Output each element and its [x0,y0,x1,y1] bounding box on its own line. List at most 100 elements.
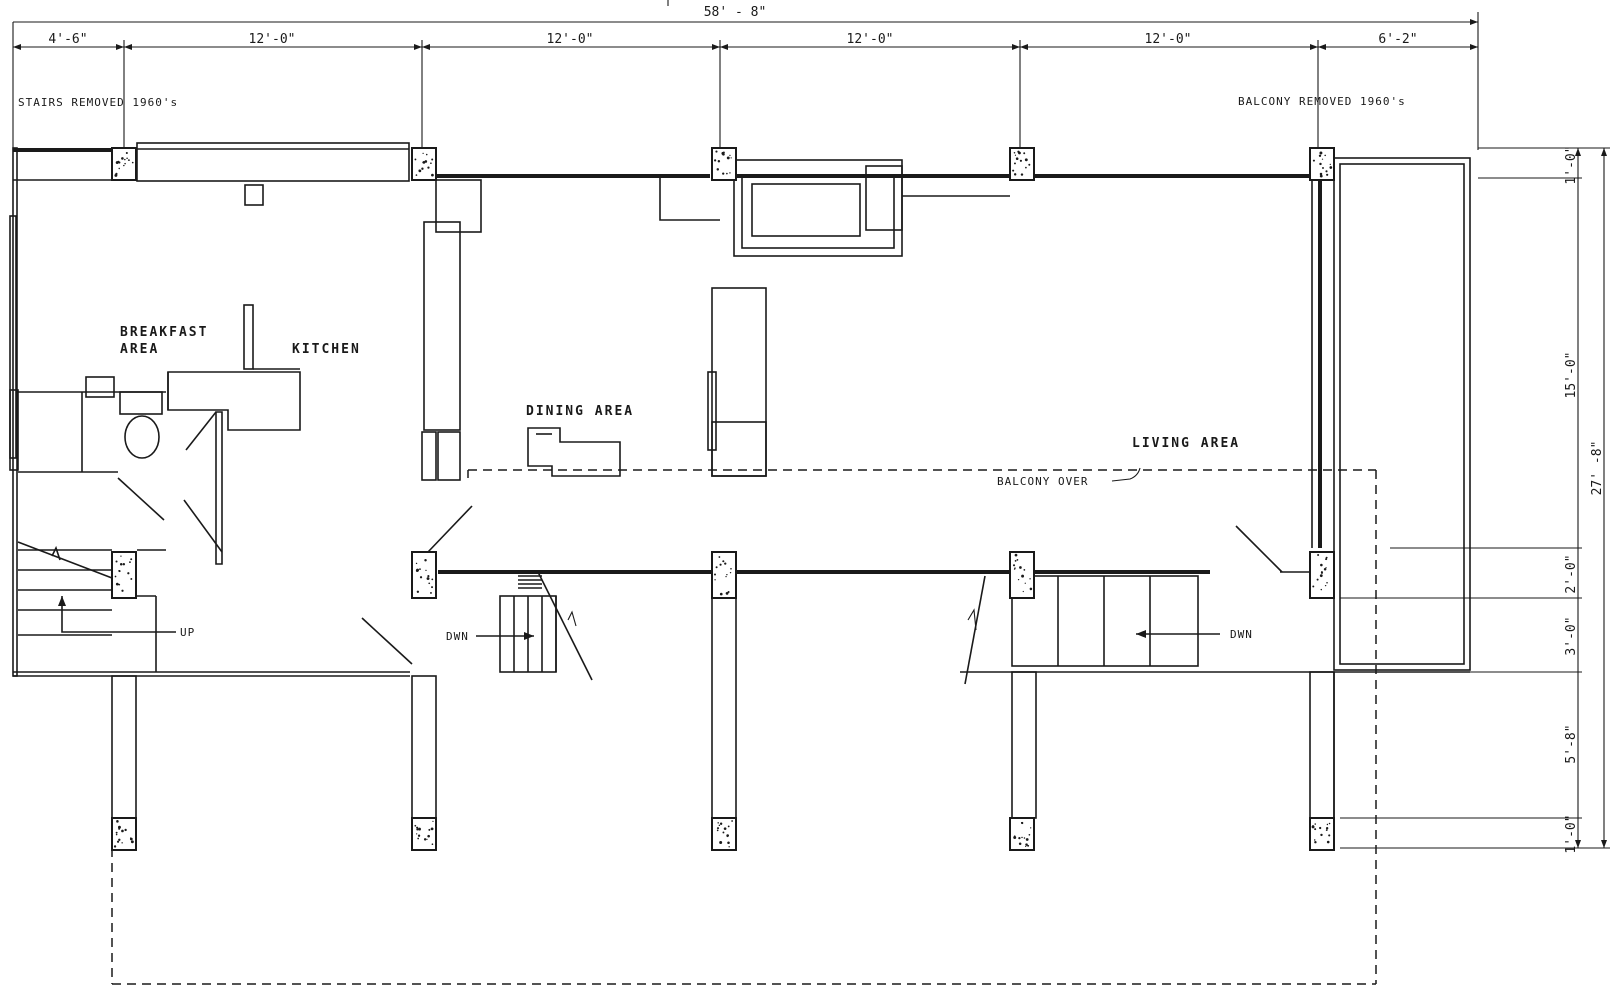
concrete-speckle [431,578,434,581]
concrete-speckle [722,831,725,834]
concrete-speckle [1023,568,1026,571]
concrete-speckle [130,558,133,561]
concrete-speckle [117,160,120,163]
concrete-speckle [727,825,730,828]
concrete-speckle [729,571,732,574]
concrete-speckle [1021,574,1025,578]
concrete-speckle [426,838,428,840]
concrete-speckle [124,158,126,161]
kitchen-label: KITCHEN [292,342,361,357]
concrete-speckle [416,568,419,572]
concrete-speckle [1023,837,1026,839]
concrete-speckle [1326,173,1329,176]
concrete-speckle [1325,170,1328,173]
concrete-speckle [1330,167,1332,169]
concrete-speckle [118,825,121,829]
concrete-speckle [1025,843,1028,846]
concrete-speckle [114,575,117,578]
concrete-speckle [131,161,134,164]
concrete-speckle [1019,159,1022,162]
concrete-speckle [719,841,723,845]
concrete-speckle [431,586,433,589]
kitchen-fixtures [167,179,482,565]
concrete-speckle [1025,166,1027,169]
concrete-speckle [431,158,434,161]
dimension-right-2: 15'-0" [1564,352,1579,399]
concrete-speckle [1328,822,1331,825]
concrete-column [711,551,737,599]
concrete-speckle [416,828,419,831]
concrete-speckle [432,820,434,822]
concrete-speckle [122,563,126,566]
concrete-speckle [120,555,122,557]
concrete-speckle [430,162,432,165]
stair-down-left [476,571,593,681]
concrete-speckle [719,592,723,596]
living-area-label: LIVING AREA [1132,436,1240,451]
concrete-speckle [1316,578,1319,581]
concrete-speckle [121,842,123,844]
concrete-speckle [1012,564,1016,567]
concrete-speckle [116,820,119,823]
bathroom [18,376,166,521]
concrete-speckle [1319,174,1323,178]
concrete-speckle [423,838,427,841]
dimension-right-1: 1'-0" [1564,145,1579,184]
concrete-speckle [419,568,421,570]
overall-width-dimension: 58' - 8" [704,5,767,20]
concrete-speckle [1030,827,1032,829]
exterior-walls [9,142,1471,677]
concrete-speckle [127,159,130,162]
concrete-speckle [115,582,119,586]
concrete-speckle [1318,154,1322,157]
concrete-speckle [1326,823,1329,826]
concrete-column [411,817,437,851]
concrete-speckle [417,837,420,840]
concrete-speckle [1024,158,1028,162]
fireplace [659,159,1010,257]
concrete-speckle [124,828,127,832]
concrete-speckle [715,566,718,569]
concrete-speckle [1324,584,1327,587]
concrete-column [411,147,437,181]
column-markers [111,147,1335,851]
dimension-top-5: 12'-0" [1145,32,1192,47]
concrete-speckle [1314,841,1317,844]
concrete-speckle [418,827,421,831]
concrete-speckle [1013,836,1017,840]
concrete-speckle [130,837,132,839]
concrete-speckle [119,563,123,566]
concrete-speckle [1015,157,1019,161]
concrete-speckle [118,583,121,586]
concrete-speckle [719,822,723,825]
dimension-right-5: 5'-8" [1564,724,1579,763]
concrete-speckle [1014,553,1018,557]
concrete-speckle [1312,585,1315,588]
concrete-speckle [1319,826,1322,830]
concrete-speckle [1023,152,1026,155]
concrete-speckle [414,824,417,827]
concrete-speckle [716,168,720,171]
concrete-speckle [115,833,118,836]
concrete-speckle [1016,558,1019,561]
concrete-speckle [714,579,716,581]
dimension-top-1: 4'-6" [48,32,87,47]
concrete-speckle [431,173,434,177]
concrete-column [711,817,737,851]
dimension-top-4: 12'-0" [847,32,894,47]
concrete-speckle [116,840,120,843]
dimension-right-overall: 27' -8" [1590,441,1605,496]
concrete-speckle [1013,173,1017,176]
concrete-speckle [730,567,732,570]
concrete-speckle [1325,829,1328,831]
toilet-icon [124,415,160,459]
concrete-speckle [431,843,434,846]
concrete-speckle [1326,581,1328,584]
dimension-top-2: 12'-0" [249,32,296,47]
concrete-speckle [1027,844,1030,847]
concrete-speckle [125,151,128,155]
concrete-speckle [727,841,730,844]
concrete-speckle [1326,840,1330,844]
concrete-speckle [1312,159,1315,162]
concrete-speckle [121,589,124,592]
